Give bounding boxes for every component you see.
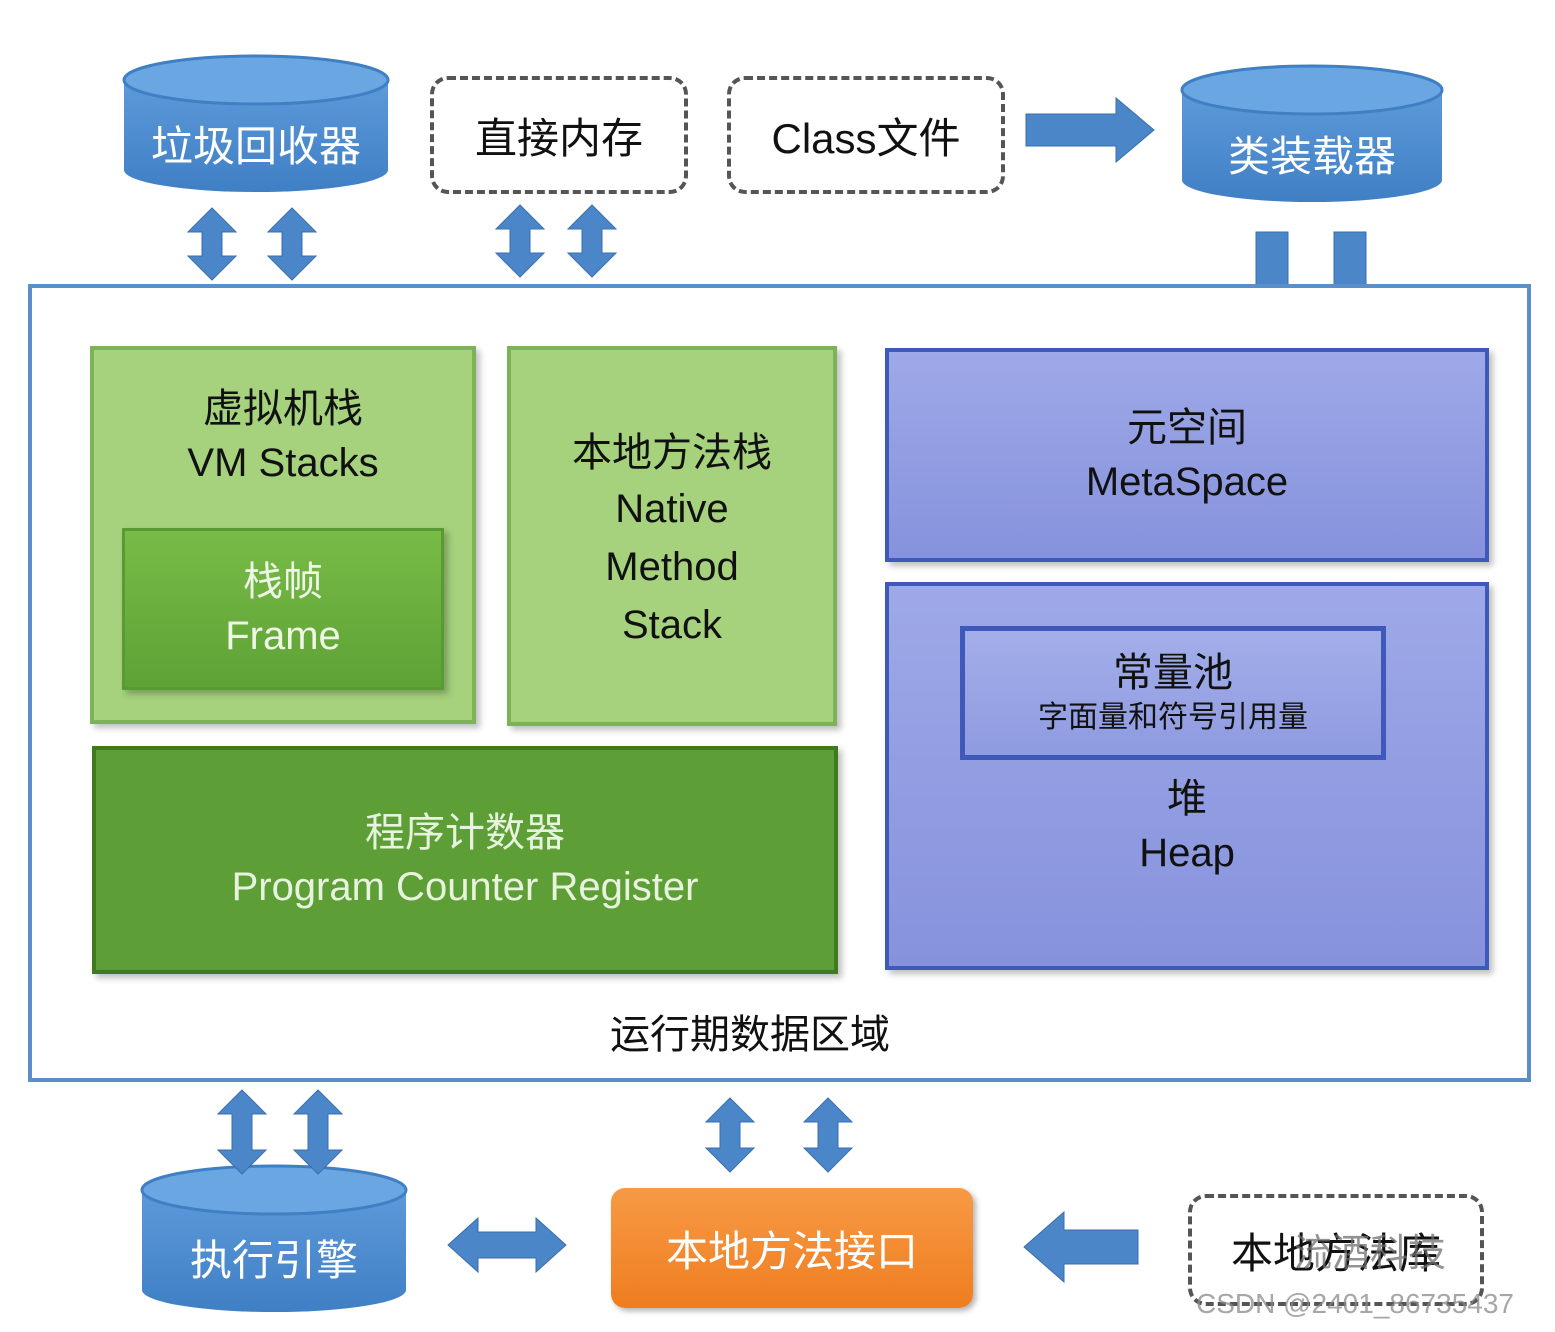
double-arrow-icon (292, 1089, 344, 1175)
native-method-stack-box: 本地方法栈 Native Method Stack (507, 346, 837, 726)
metaspace-en: MetaSpace (1085, 460, 1289, 504)
double-arrow-icon (186, 207, 238, 281)
exec-engine-label: 执行引擎 (189, 1235, 358, 1285)
gc-cylinder (122, 54, 390, 192)
heap-cn: 堆 (1167, 776, 1207, 822)
vm-stacks-en: VM Stacks (187, 441, 379, 485)
pc-register-cn: 程序计数器 (365, 810, 565, 856)
constant-pool-cn: 常量池 (1113, 650, 1233, 696)
double-arrow-icon (802, 1097, 854, 1173)
arrow-left-icon (1023, 1210, 1139, 1284)
double-arrow-icon (216, 1089, 268, 1175)
double-arrow-icon (704, 1097, 756, 1173)
arrow-right-icon (1025, 96, 1155, 164)
native-interface-box: 本地方法接口 (611, 1188, 973, 1308)
constant-pool-sub: 字面量和符号引用量 (1038, 700, 1308, 735)
heap-en: Heap (1139, 831, 1235, 875)
constant-pool-box: 常量池 字面量和符号引用量 (960, 626, 1386, 760)
runtime-area-label: 运行期数据区域 (610, 1012, 890, 1058)
pc-register-box: 程序计数器 Program Counter Register (92, 746, 838, 974)
direct-memory-box: 直接内存 (430, 76, 688, 194)
frame-box: 栈帧 Frame (122, 528, 444, 690)
class-loader-label: 类装载器 (1227, 131, 1396, 181)
double-arrow-icon (266, 207, 318, 281)
brand-watermark: 流酒科技 (1294, 1231, 1447, 1275)
exec-engine-cylinder (140, 1164, 408, 1312)
native-library-box: 本地方法库 (1188, 1194, 1484, 1306)
double-arrow-icon (494, 204, 546, 278)
gc-label: 垃圾回收器 (150, 121, 361, 171)
native-stack-en3: Stack (621, 603, 723, 647)
metaspace-box: 元空间 MetaSpace (885, 348, 1489, 562)
pc-register-en: Program Counter Register (231, 865, 699, 909)
double-arrow-h-icon (447, 1216, 567, 1274)
class-file-box: Class文件 (727, 76, 1005, 194)
frame-cn: 栈帧 (243, 559, 323, 605)
frame-en: Frame (225, 614, 341, 658)
vm-stacks-cn: 虚拟机栈 (203, 386, 363, 432)
csdn-watermark: CSDN @2401_86735437 (1196, 1288, 1514, 1319)
native-stack-en2: Method (605, 545, 739, 589)
metaspace-cn: 元空间 (1127, 405, 1247, 451)
class-loader-cylinder (1180, 64, 1444, 202)
native-stack-cn: 本地方法栈 (572, 430, 772, 476)
native-stack-en1: Native (615, 487, 729, 531)
double-arrow-icon (566, 204, 618, 278)
